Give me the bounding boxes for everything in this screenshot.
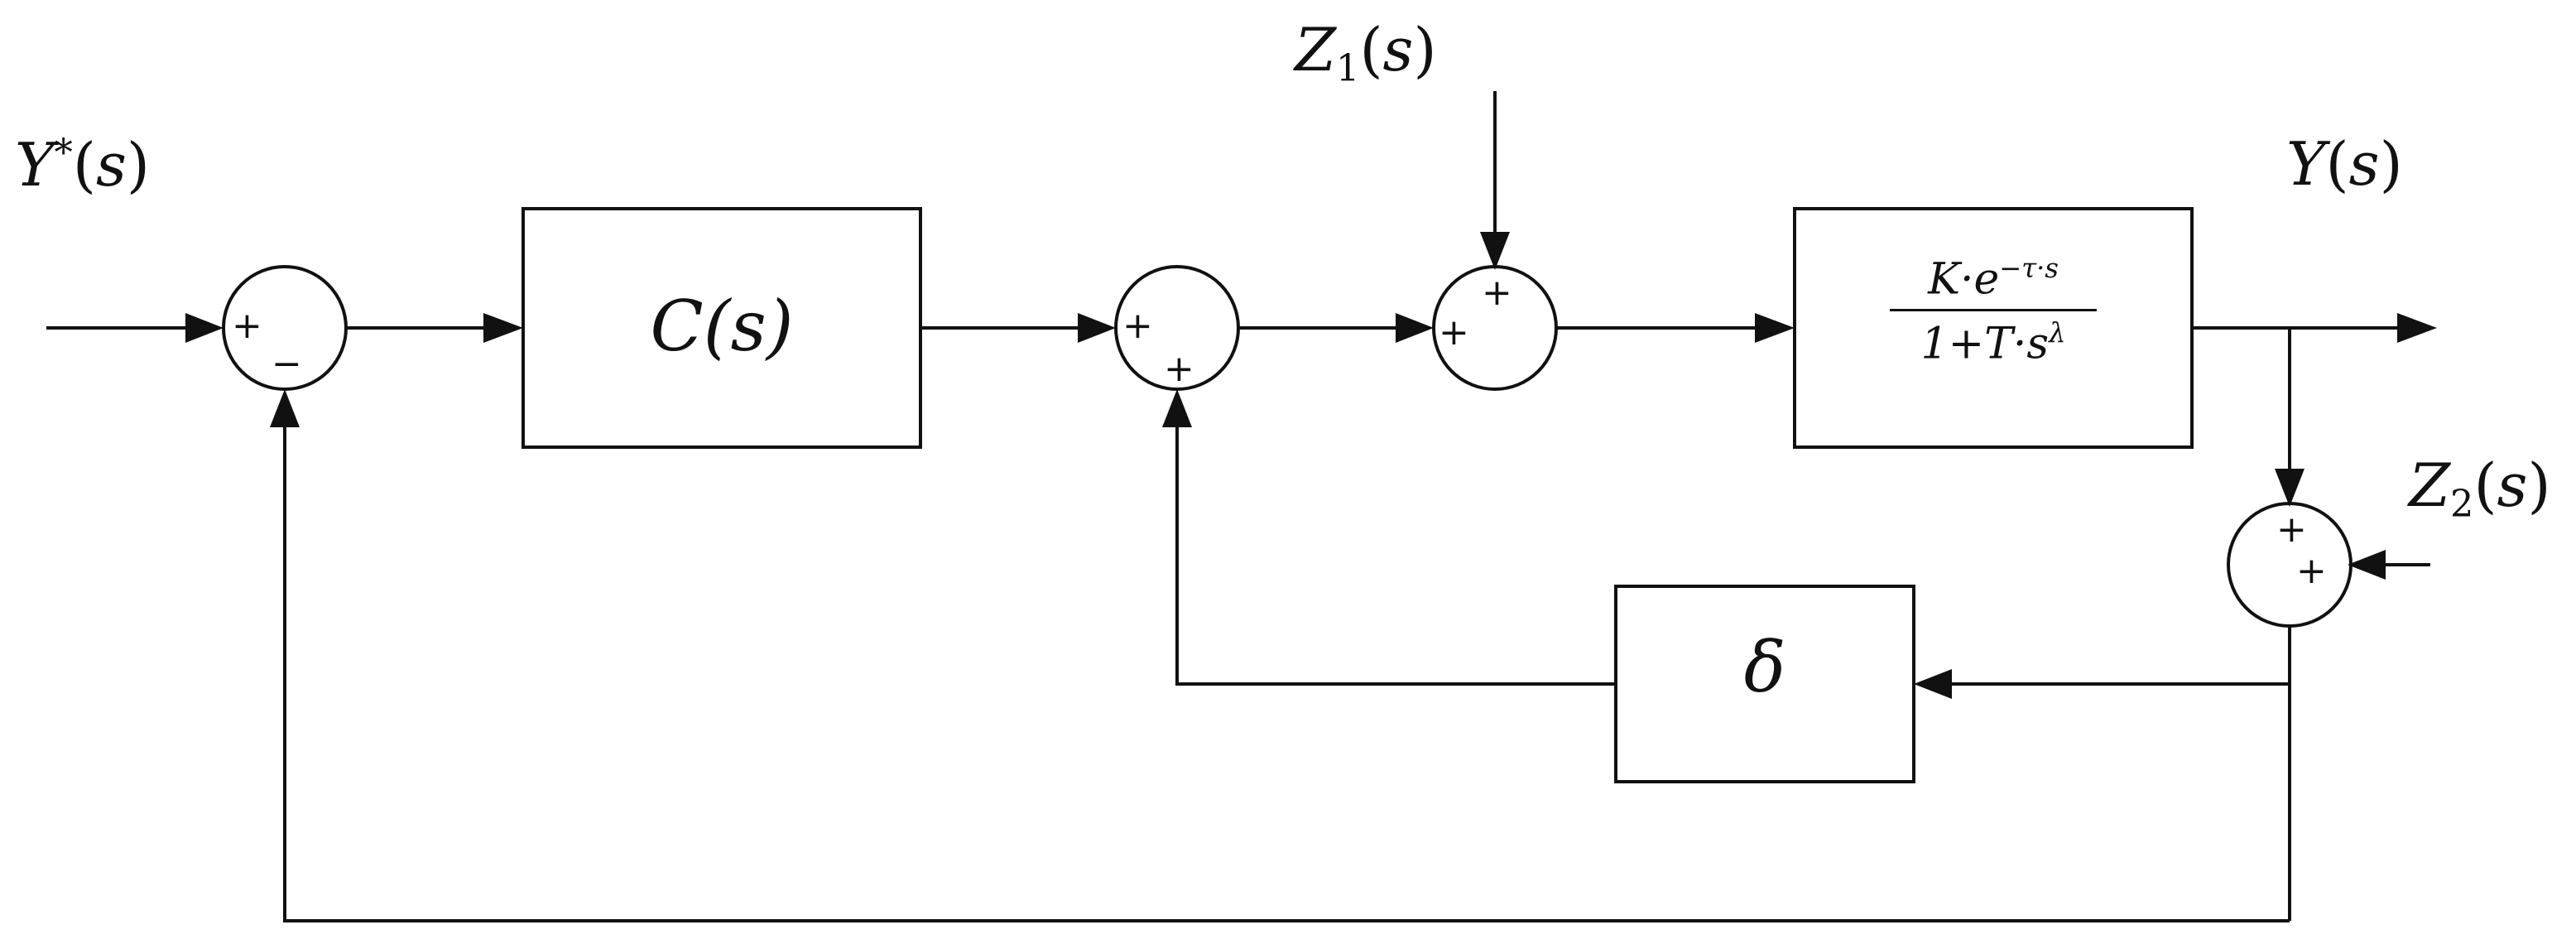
arrowhead-into-s2-left [1078, 313, 1116, 343]
wire-outer-feedback [283, 427, 2290, 922]
arrowhead-into-controller [483, 313, 523, 343]
output-label: Y(s) [2286, 134, 2403, 194]
fraction-bar [1890, 309, 2097, 312]
plant-transfer-function: K·e−τ·s 1+T·sλ [1795, 255, 2192, 366]
arrowhead-into-s1-left [185, 313, 223, 343]
disturbance-1-label: Z1(s) [1295, 20, 1437, 87]
s3-sign-top: + [1482, 272, 1512, 314]
s4-sign-right: + [2296, 550, 2327, 592]
disturbance-2-label: Z2(s) [2409, 455, 2551, 523]
arrowhead-into-plant [1755, 313, 1795, 343]
disturbance-2-label-text: Z2(s) [2409, 450, 2551, 526]
feedback-gain-label: δ [1743, 627, 1786, 708]
plant-denominator: 1+T·sλ [1920, 317, 2066, 369]
wire-delta-to-s2 [1175, 427, 1616, 686]
disturbance-1-label-text: Z1(s) [1295, 15, 1437, 90]
s4-sign-top: + [2276, 508, 2307, 551]
s2-sign-left: + [1122, 305, 1153, 347]
s2-sign-bottom: + [1164, 348, 1194, 390]
controller-label: C(s) [650, 286, 794, 367]
reference-label: Y*(s) [15, 134, 150, 195]
reference-label-text: Y*(s) [15, 129, 150, 200]
output-label-text: Y(s) [2286, 129, 2403, 199]
arrowhead-into-s2-bottom [1162, 389, 1192, 427]
arrowhead-output [2397, 313, 2437, 343]
arrowhead-into-s4-top [2275, 469, 2304, 507]
s3-sign-left: + [1439, 311, 1469, 354]
arrowhead-into-s3-left [1396, 313, 1434, 343]
arrowhead-into-delta [1914, 669, 1952, 699]
arrowhead-into-s4-right [2348, 550, 2386, 580]
s1-sign-left: + [232, 305, 262, 347]
arrowhead-into-s3-top [1480, 232, 1510, 270]
s1-sign-bottom: − [272, 343, 302, 385]
arrowhead-into-s1-bottom [270, 389, 300, 427]
plant-numerator: K·e−τ·s [1928, 253, 2059, 305]
